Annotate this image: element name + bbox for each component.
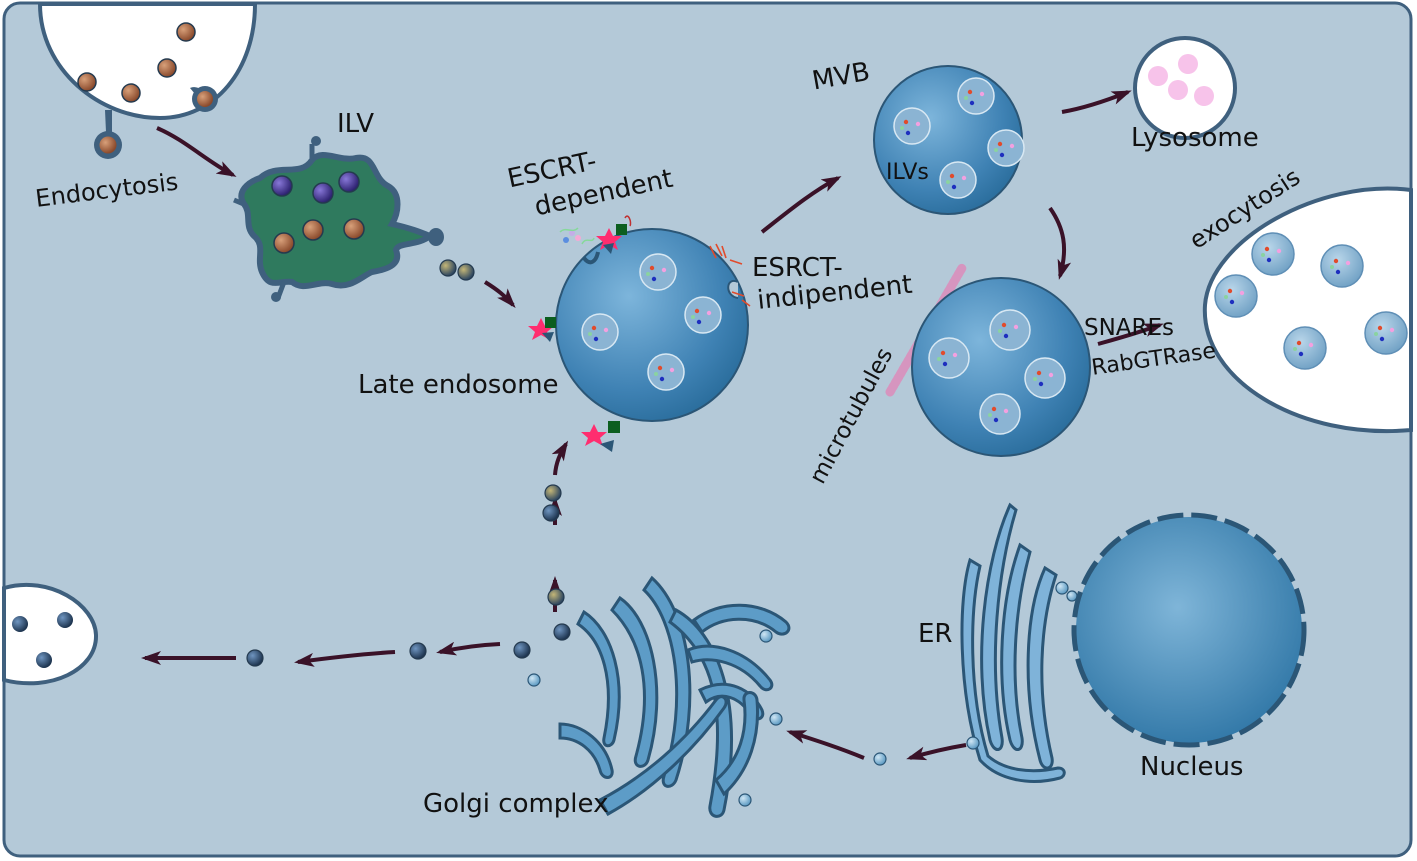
label-esrct-independent-1: ESRCT- [752, 253, 843, 283]
endocytosis-pit [37, 2, 258, 159]
exocytosis-pocket [1202, 186, 1413, 434]
nucleus [1071, 512, 1307, 748]
endoplasmic-reticulum [960, 502, 1078, 783]
mvb [873, 65, 1025, 215]
early-endosome-ilv [233, 136, 444, 302]
late-endosome [528, 215, 751, 422]
label-snares: SNAREs [1084, 315, 1175, 341]
label-golgi-complex: Golgi complex [423, 789, 609, 819]
golgi-complex [558, 575, 791, 818]
label-nucleus: Nucleus [1140, 752, 1244, 782]
transport-vesicles [246, 484, 887, 807]
label-lysosome: Lysosome [1131, 123, 1259, 153]
lysosome [1133, 36, 1237, 140]
label-er: ER [918, 619, 953, 649]
pathway-arrows [141, 90, 1164, 761]
label-late-endosome: Late endosome [358, 370, 559, 400]
label-ilvs: ILVs [886, 160, 929, 185]
membrane-cargo [581, 421, 620, 452]
secretion-pocket [2, 582, 99, 686]
mvb-transport [911, 277, 1091, 457]
label-ilv: ILV [337, 109, 375, 139]
